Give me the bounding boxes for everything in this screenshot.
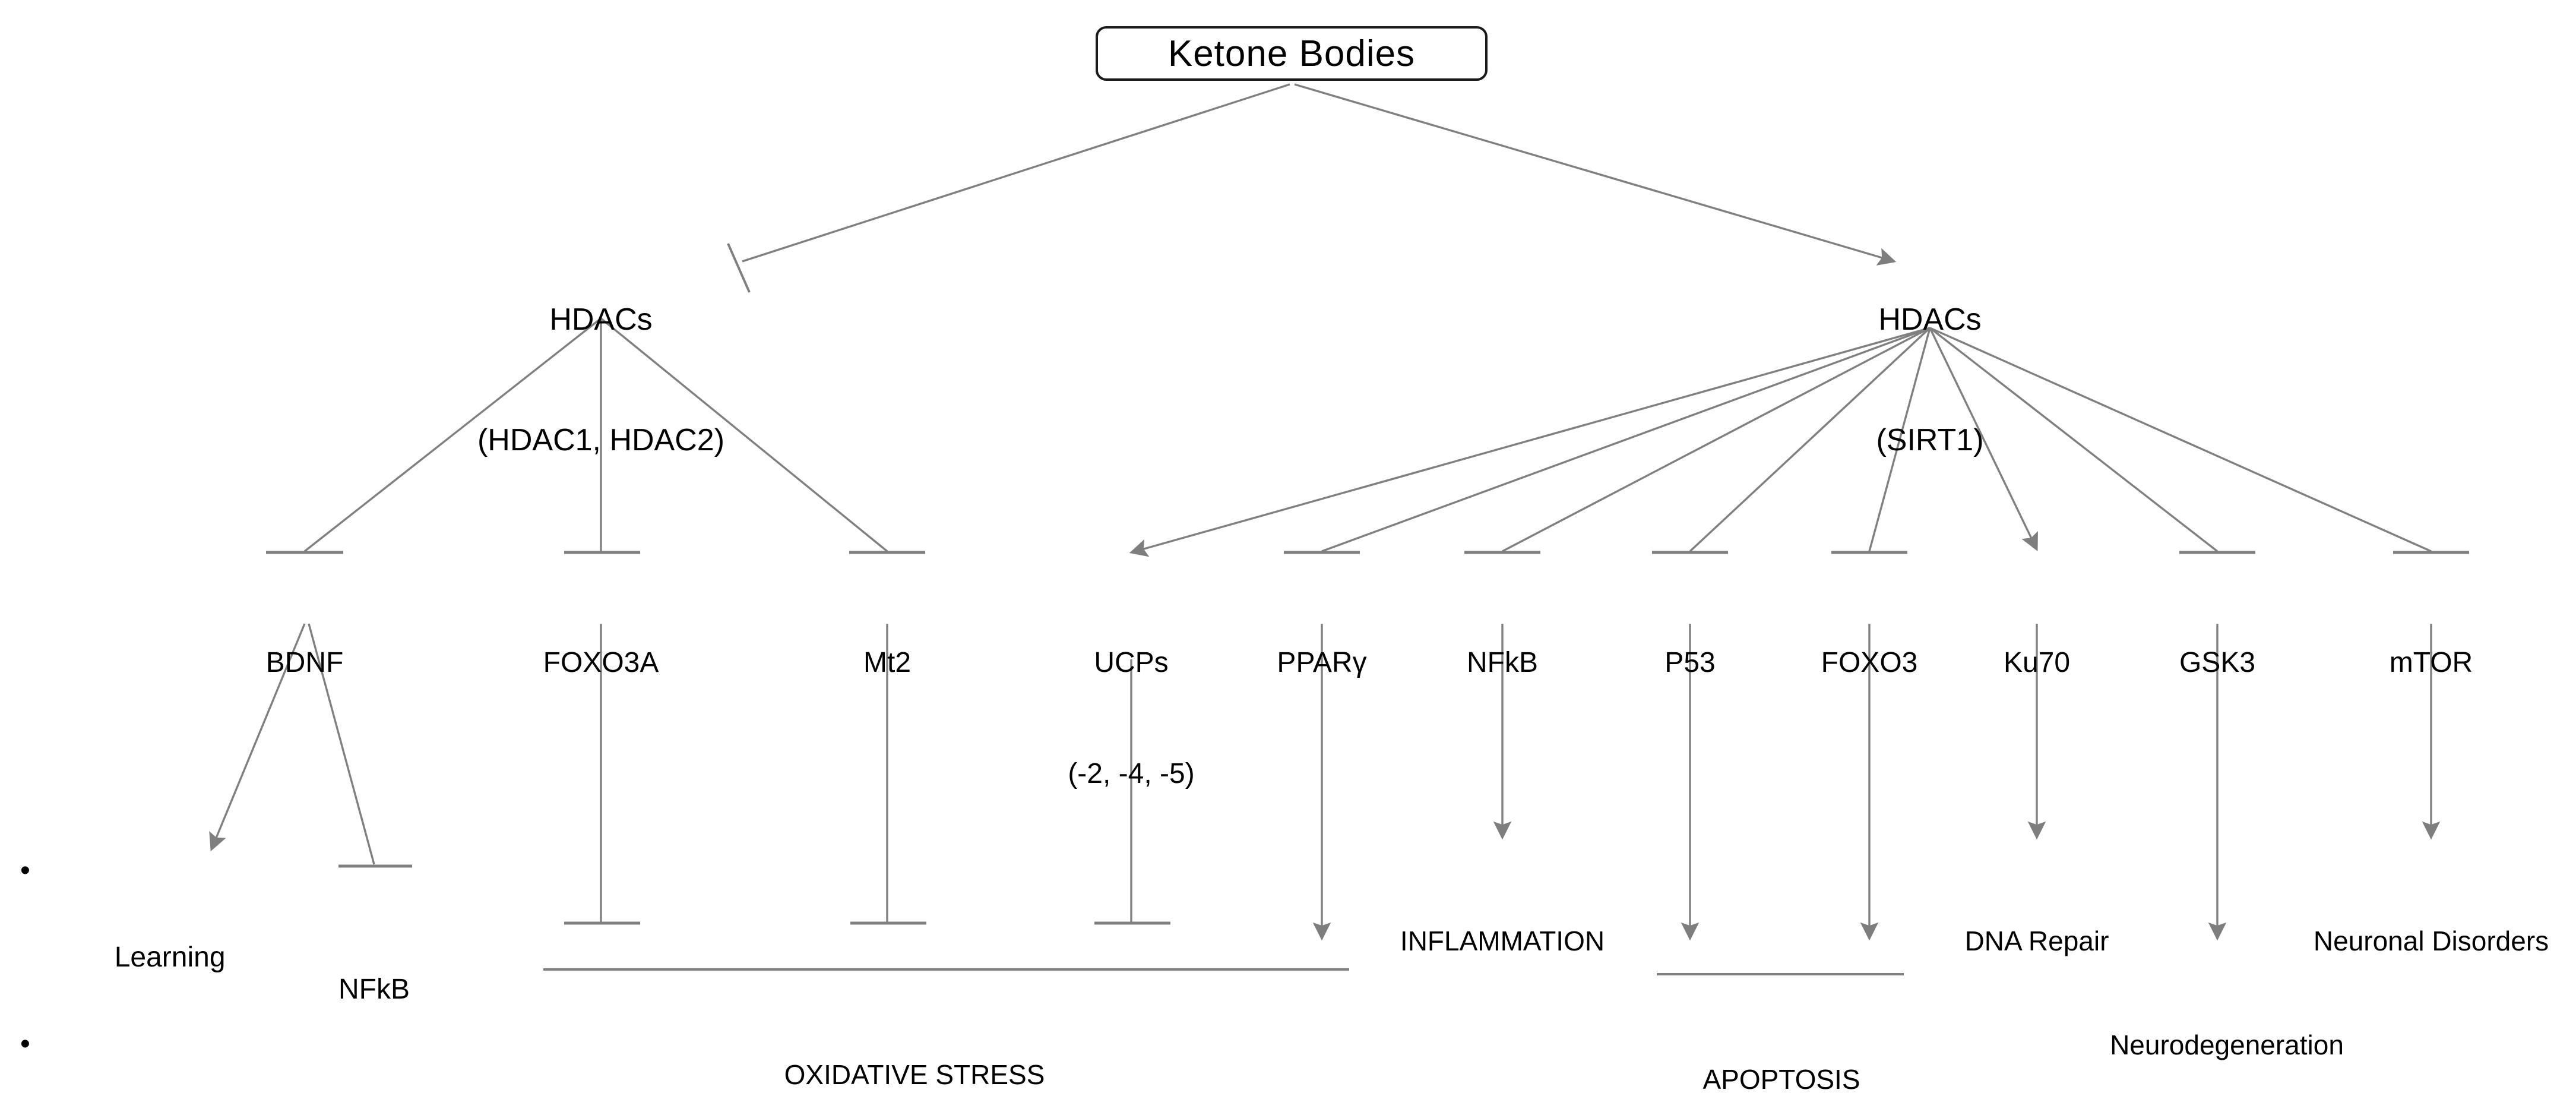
node-oxidative-stress-label: OXIDATIVE STRESS	[784, 1059, 1045, 1090]
list-item: • Memory	[12, 1023, 409, 1115]
node-dna-repair-label: DNA Repair	[1964, 925, 2109, 956]
node-mtor[interactable]: mTOR	[2390, 570, 2473, 756]
node-inflammation[interactable]: INFLAMMATION	[1400, 852, 1605, 1030]
node-ku70[interactable]: Ku70	[2004, 570, 2070, 756]
node-gsk3[interactable]: GSK3	[2179, 570, 2255, 756]
node-ucps-line1: UCPs	[1094, 646, 1169, 678]
node-ucps-line2: (-2, -4, -5)	[1068, 757, 1195, 789]
node-nfkb-label: NFkB	[1467, 646, 1538, 678]
node-ucps[interactable]: UCPs (-2, -4, -5)	[1068, 570, 1194, 867]
node-hdacs-right-line1: HDACs	[1878, 302, 1982, 337]
node-hdacs-left-line1: HDACs	[549, 302, 653, 337]
node-nfkb-lower-label: NFkB	[338, 973, 410, 1005]
node-nfkb[interactable]: NFkB	[1467, 570, 1538, 756]
node-neuronal-disorders[interactable]: Neuronal Disorders	[2314, 852, 2549, 1030]
bullet-list: • Learning • Memory • Antioxidants • Syn…	[12, 849, 409, 1115]
node-p53[interactable]: P53	[1664, 570, 1715, 756]
node-apoptosis[interactable]: APOPTOSIS	[1702, 991, 1860, 1115]
node-hdacs-right-line2: (SIRT1)	[1876, 422, 1984, 457]
node-foxo3a[interactable]: FOXO3A	[543, 570, 659, 756]
node-oxidative-stress[interactable]: OXIDATIVE STRESS	[784, 986, 1045, 1115]
node-mt2[interactable]: Mt2	[863, 570, 911, 756]
node-foxo3-label: FOXO3	[1821, 646, 1918, 678]
list-item: • Learning	[12, 849, 409, 1023]
node-bdnf[interactable]: BDNF	[266, 570, 344, 756]
node-dna-repair[interactable]: DNA Repair	[1965, 852, 2109, 1030]
list-item-label: Learning	[114, 941, 226, 973]
node-gsk3-label: GSK3	[2179, 646, 2256, 678]
node-apoptosis-label: APOPTOSIS	[1702, 1063, 1860, 1095]
bdnf-outcome-list: • Learning • Memory • Antioxidants • Syn…	[12, 849, 409, 1115]
node-bdnf-label: BDNF	[265, 646, 344, 678]
node-ketone-bodies-label: Ketone Bodies	[1167, 33, 1416, 74]
node-foxo3a-label: FOXO3A	[543, 646, 659, 678]
node-p53-label: P53	[1664, 646, 1716, 678]
node-hdacs-left-line2: (HDAC1, HDAC2)	[477, 422, 725, 457]
node-mt2-label: Mt2	[863, 646, 912, 678]
node-neuronal-disorders-label: Neuronal Disorders	[2313, 925, 2549, 956]
node-neurodegeneration[interactable]: Neurodegeneration	[2110, 956, 2344, 1115]
node-mtor-label: mTOR	[2389, 646, 2473, 678]
node-ppar-gamma[interactable]: PPARγ	[1277, 570, 1366, 756]
bullet-marker-icon: •	[20, 855, 30, 886]
node-hdacs-hdac1-hdac2[interactable]: HDACs (HDAC1, HDAC2)	[477, 220, 724, 541]
node-inflammation-label: INFLAMMATION	[1400, 925, 1605, 956]
bullet-marker-icon: •	[20, 1028, 30, 1060]
node-ketone-bodies[interactable]: Ketone Bodies	[1096, 26, 1488, 81]
node-foxo3[interactable]: FOXO3	[1821, 570, 1918, 756]
node-nfkb-lower[interactable]: NFkB	[338, 897, 410, 1082]
node-ku70-label: Ku70	[2003, 646, 2071, 678]
node-hdacs-sirt1[interactable]: HDACs (SIRT1)	[1876, 220, 1983, 541]
node-neurodegeneration-label: Neurodegeneration	[2110, 1029, 2344, 1060]
node-ppar-gamma-label: PPARγ	[1277, 646, 1367, 678]
